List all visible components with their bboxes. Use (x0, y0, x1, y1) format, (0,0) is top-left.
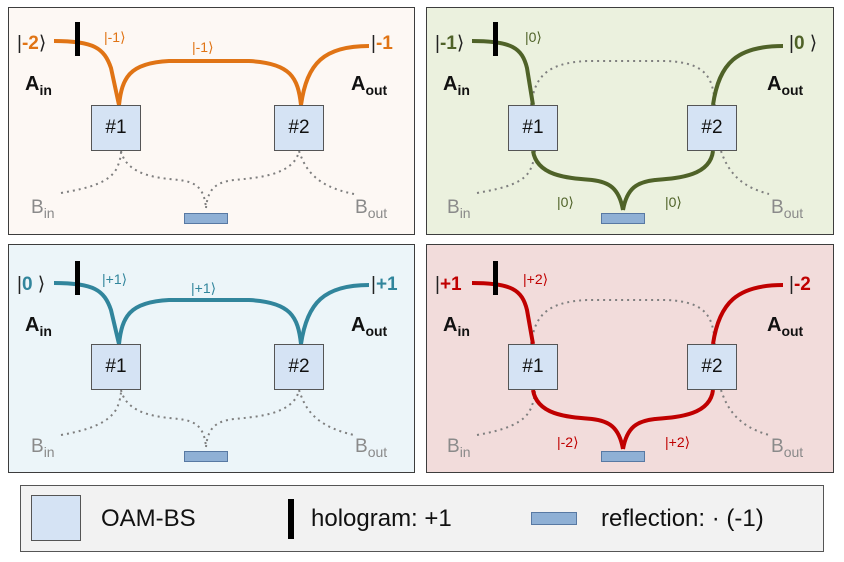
port-a-out: Aout (351, 314, 388, 339)
hologram-ket: |+2⟩ (523, 271, 549, 287)
output-ket: |-2 (789, 274, 811, 295)
port-a-out: Aout (767, 314, 804, 339)
hologram-ket: |+1⟩ (102, 271, 128, 287)
oam-beam-splitter-2: #2 (687, 105, 737, 151)
output-ket: |-1 (371, 33, 393, 54)
panel-bottom-right-paths (471, 281, 784, 450)
port-b-out: Bout (355, 197, 388, 221)
reflection-mirror (184, 451, 228, 462)
legend-bs-label: OAM-BS (101, 505, 196, 532)
oam-beam-splitter-2: #2 (274, 344, 324, 390)
bottom-left-ket: |0⟩ (557, 194, 574, 210)
reflection-mirror (601, 213, 645, 224)
port-a-out: Aout (351, 73, 388, 98)
hologram-marker (493, 22, 498, 56)
oam-beam-splitter-2: #2 (274, 105, 324, 151)
input-ket: |-2⟩ (17, 33, 47, 54)
port-b-out: Bout (771, 197, 804, 221)
panel-bottom-right: #1 #2 |+1 |-2 |+2⟩ |-2⟩ |+2⟩ Ain Aout Bi… (426, 244, 834, 473)
panel-top-right-paths (471, 39, 784, 211)
bottom-right-ket: |0⟩ (665, 194, 682, 210)
port-b-in: Bin (31, 436, 55, 460)
oam-beam-splitter-1: #1 (91, 105, 141, 151)
input-ket: |-1⟩ (435, 33, 465, 54)
top-path-ket: |-1⟩ (192, 39, 214, 55)
port-b-in: Bin (447, 197, 471, 221)
hologram-ket: |-1⟩ (104, 29, 126, 45)
port-a-in: Ain (443, 73, 470, 98)
panel-top-left-paths (53, 39, 370, 209)
input-ket: |0 ⟩ (17, 274, 46, 295)
legend-reflection-label: reflection: · (-1) (601, 505, 764, 532)
reflection-mirror (601, 451, 645, 462)
oam-beam-splitter-1: #1 (91, 344, 141, 390)
legend-hologram-swatch (288, 499, 294, 539)
output-ket: |+1 (371, 274, 398, 295)
legend-hologram-label: hologram: +1 (311, 505, 452, 532)
bottom-right-ket: |+2⟩ (665, 434, 691, 450)
hologram-ket: |0⟩ (525, 29, 542, 45)
oam-beam-splitter-2: #2 (687, 344, 737, 390)
top-path-ket: |+1⟩ (191, 280, 217, 296)
port-a-in: Ain (443, 314, 470, 339)
panel-top-left: #1 #2 |-2⟩ |-1 |-1⟩ |-1⟩ Ain Aout Bin Bo… (8, 7, 415, 235)
hologram-marker (493, 261, 498, 295)
hologram-marker (75, 22, 80, 56)
legend-reflection-swatch (531, 512, 577, 525)
panel-bottom-left: #1 #2 |0 ⟩ |+1 |+1⟩ |+1⟩ Ain Aout Bin Bo… (8, 244, 415, 473)
port-b-out: Bout (771, 436, 804, 460)
oam-beam-splitter-1: #1 (508, 105, 558, 151)
panel-top-right: #1 #2 |-1⟩ |0 ⟩ |0⟩ |0⟩ |0⟩ Ain Aout Bin… (426, 7, 834, 235)
hologram-marker (75, 261, 80, 295)
port-a-in: Ain (25, 73, 52, 98)
bottom-left-ket: |-2⟩ (557, 434, 579, 450)
port-b-in: Bin (31, 197, 55, 221)
legend: OAM-BS hologram: +1 reflection: · (-1) (20, 485, 824, 552)
oam-beam-splitter-1: #1 (508, 344, 558, 390)
port-b-out: Bout (355, 436, 388, 460)
output-ket: |0 ⟩ (789, 33, 818, 54)
panel-bottom-left-paths (53, 281, 370, 448)
port-a-in: Ain (25, 314, 52, 339)
port-a-out: Aout (767, 73, 804, 98)
port-b-in: Bin (447, 436, 471, 460)
legend-bs-swatch (31, 495, 81, 541)
input-ket: |+1 (435, 274, 462, 295)
reflection-mirror (184, 213, 228, 224)
